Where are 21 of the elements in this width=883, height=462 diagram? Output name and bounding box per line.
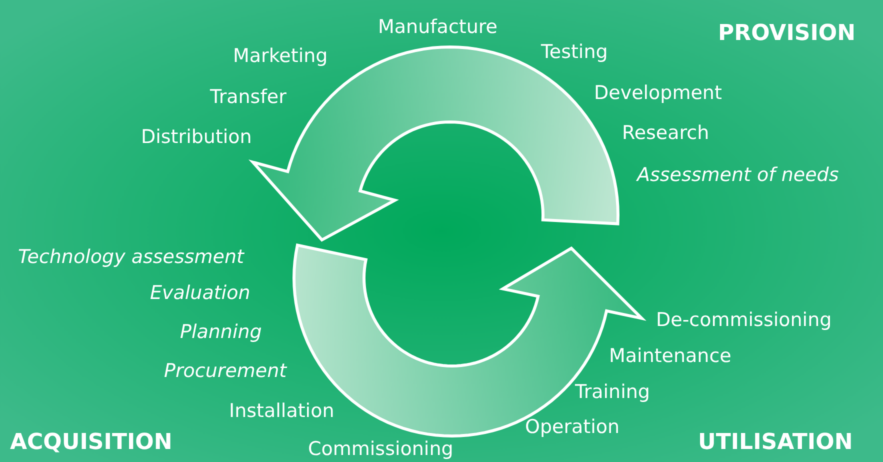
stage-label: De-commissioning (656, 308, 832, 332)
stage-label: Commissioning (308, 437, 454, 461)
section-heading: PROVISION (718, 22, 856, 46)
stage-label: Marketing (233, 44, 328, 68)
section-heading: UTILISATION (698, 431, 853, 455)
stage-label: Maintenance (609, 344, 732, 368)
stage-label: Technology assessment (18, 245, 244, 269)
stage-label: Planning (180, 320, 262, 344)
stage-label: Assessment of needs (637, 163, 839, 187)
stage-label: Distribution (141, 125, 252, 149)
stage-label: Testing (541, 40, 608, 64)
stage-label: Procurement (164, 359, 287, 383)
stage-label: Development (594, 81, 722, 105)
stage-label: Operation (525, 415, 620, 439)
stage-label: Installation (229, 399, 334, 423)
stage-label: Transfer (210, 85, 286, 109)
stage-label: Evaluation (150, 281, 250, 305)
stage-label: Research (622, 121, 710, 145)
section-heading: ACQUISITION (10, 431, 172, 455)
stage-label: Training (575, 380, 650, 404)
stage-label: Manufacture (378, 15, 498, 39)
